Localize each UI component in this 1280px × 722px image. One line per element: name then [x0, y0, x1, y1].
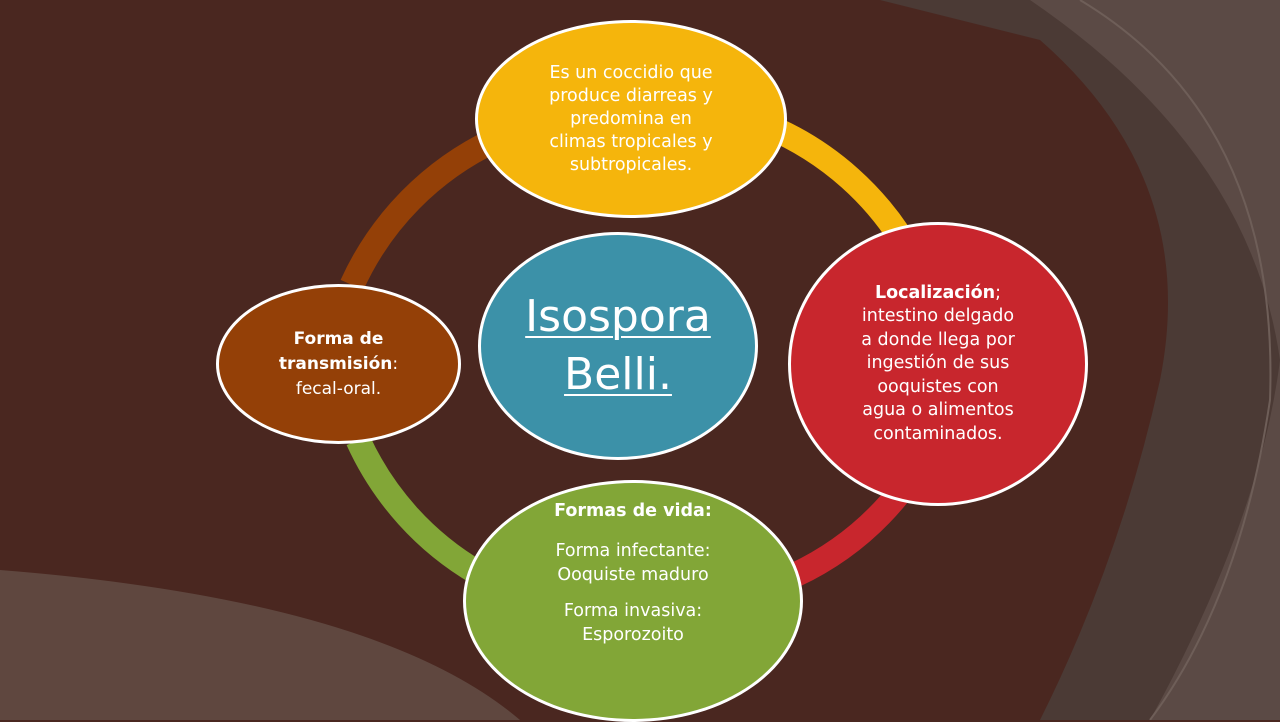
invasive-form-value: Esporozoito — [582, 625, 684, 645]
ring-arc-right-bottom — [789, 484, 910, 587]
node-life-forms: Formas de vida: Forma infectante: Ooquis… — [463, 480, 803, 722]
location-heading: Localización — [874, 282, 996, 303]
center-title: Isospora Belli. — [525, 288, 711, 404]
description-line: climas tropicales y — [549, 131, 713, 152]
location-line: ingestión de sus — [866, 353, 1010, 374]
ring-arc-left-top — [340, 128, 501, 291]
node-location: Localización; intestino delgado a donde … — [788, 222, 1088, 506]
description-line: subtropicales. — [569, 154, 693, 175]
transmission-heading-line2: transmisión: — [279, 352, 398, 377]
invasive-form: Forma invasiva: Esporozoito — [564, 599, 702, 647]
location-line: a donde llega por — [861, 329, 1015, 350]
center-title-line1: Isospora — [525, 291, 711, 342]
infective-form: Forma infectante: Ooquiste maduro — [555, 539, 710, 587]
ring-arc-bottom-left — [346, 434, 485, 584]
transmission-heading-suffix: : — [392, 353, 399, 374]
life-forms-heading: Formas de vida: — [554, 501, 712, 521]
description-line: Es un coccidio que — [549, 62, 713, 83]
infective-form-label: Forma infectante: — [555, 541, 711, 561]
center-title-line2: Belli. — [564, 349, 672, 400]
location-heading-line: Localización; — [875, 282, 1001, 306]
invasive-form-label: Forma invasiva: — [563, 601, 703, 621]
location-line: ooquistes con — [877, 376, 999, 397]
infective-form-value: Ooquiste maduro — [557, 565, 709, 585]
transmission-heading-line1: Forma de — [293, 328, 384, 349]
location-line: contaminados. — [873, 423, 1003, 444]
location-heading-suffix: ; — [995, 282, 1002, 303]
description-line: produce diarreas y — [549, 85, 713, 106]
node-description: Es un coccidio que produce diarreas y pr… — [475, 20, 787, 218]
location-line: agua o alimentos — [862, 400, 1014, 421]
description-line: predomina en — [570, 108, 692, 129]
location-line: intestino delgado — [861, 306, 1015, 327]
node-transmission: Forma de transmisión: fecal-oral. — [216, 284, 461, 444]
transmission-heading: transmisión — [278, 353, 393, 374]
transmission-body: fecal-oral. — [295, 378, 382, 399]
node-center-title: Isospora Belli. — [478, 232, 758, 460]
